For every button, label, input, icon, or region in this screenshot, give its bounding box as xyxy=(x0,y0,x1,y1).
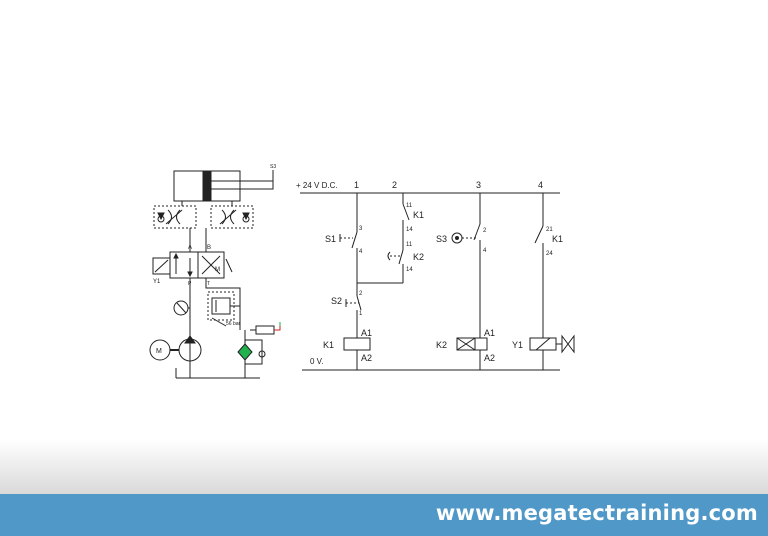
column-1-number: 1 xyxy=(354,180,359,190)
valve-solenoid-label: Y1 xyxy=(153,279,161,285)
k1-coil xyxy=(343,337,371,351)
footer-shadow xyxy=(0,440,768,494)
k1-contact-col4-t1: 21 xyxy=(546,227,553,233)
hydraulic-circuit: S3 xyxy=(149,164,281,379)
column-2-number: 2 xyxy=(392,180,397,190)
k2-coil-a1: A1 xyxy=(484,328,495,338)
k1-contact-col2-label: K1 xyxy=(413,210,424,220)
s1-contact xyxy=(351,231,358,249)
hydraulic-pump xyxy=(178,335,202,362)
directional-valve xyxy=(152,251,233,279)
electrical-ladder xyxy=(300,192,575,371)
flow-control-valve-right xyxy=(210,205,254,229)
ground-label: 0 V. xyxy=(310,357,324,366)
k2-coil-a2: A2 xyxy=(484,353,495,363)
flow-control-valve-left xyxy=(153,205,197,229)
double-acting-cylinder xyxy=(173,170,274,206)
s1-terminal-1: 3 xyxy=(359,226,363,232)
port-b-label: B xyxy=(207,245,211,251)
supply-label: + 24 V D.C. xyxy=(296,181,338,190)
port-t-label: T xyxy=(207,281,210,287)
k2-contact-col2 xyxy=(398,249,404,265)
k2-contact-col2-label: K2 xyxy=(413,252,424,262)
pressure-setting: 56 bar xyxy=(226,321,241,327)
footer-bar: www.megatectraining.com xyxy=(0,494,768,536)
k1-contact-col4-label: K1 xyxy=(552,234,563,244)
k1-contact-col4 xyxy=(534,225,544,244)
k1-contact-col2-t1: 11 xyxy=(406,203,413,209)
k1-contact-col2 xyxy=(402,203,410,221)
pressure-switch xyxy=(250,322,281,335)
website-link[interactable]: www.megatectraining.com xyxy=(435,501,758,525)
s3-terminal-1: 2 xyxy=(483,228,487,234)
check-valve xyxy=(245,339,266,365)
s2-label: S2 xyxy=(331,296,342,306)
k2-coil-label: K2 xyxy=(436,340,447,350)
valve-symbol-icon xyxy=(561,334,575,354)
k1-contact-col4-t2: 24 xyxy=(546,251,553,257)
s3-terminal-2: 4 xyxy=(483,248,487,254)
k1-coil-a1: A1 xyxy=(361,328,372,338)
motor-label: M xyxy=(156,348,162,355)
switch-tag: S3 xyxy=(270,164,276,170)
pressure-gauge xyxy=(173,300,190,316)
k2-contact-col2-t1: 11 xyxy=(406,242,413,248)
k2-contact-col2-t2: 14 xyxy=(406,267,413,273)
k1-coil-a2: A2 xyxy=(361,353,372,363)
s1-label: S1 xyxy=(325,234,336,244)
port-a-label: A xyxy=(188,245,192,251)
y1-coil-label: Y1 xyxy=(512,340,523,350)
column-4-number: 4 xyxy=(538,180,543,190)
s2-terminal-1: 2 xyxy=(359,291,363,297)
s3-label: S3 xyxy=(436,234,447,244)
s3-contact xyxy=(473,223,481,241)
s2-terminal-2: 1 xyxy=(359,311,363,317)
pressure-relief-valve xyxy=(207,291,240,327)
filter xyxy=(237,330,253,378)
k1-contact-col2-t2: 14 xyxy=(406,227,413,233)
column-3-number: 3 xyxy=(476,180,481,190)
k1-coil-label: K1 xyxy=(323,340,334,350)
s1-terminal-2: 4 xyxy=(359,249,363,255)
valve-solenoid-right-label: M xyxy=(215,267,220,273)
